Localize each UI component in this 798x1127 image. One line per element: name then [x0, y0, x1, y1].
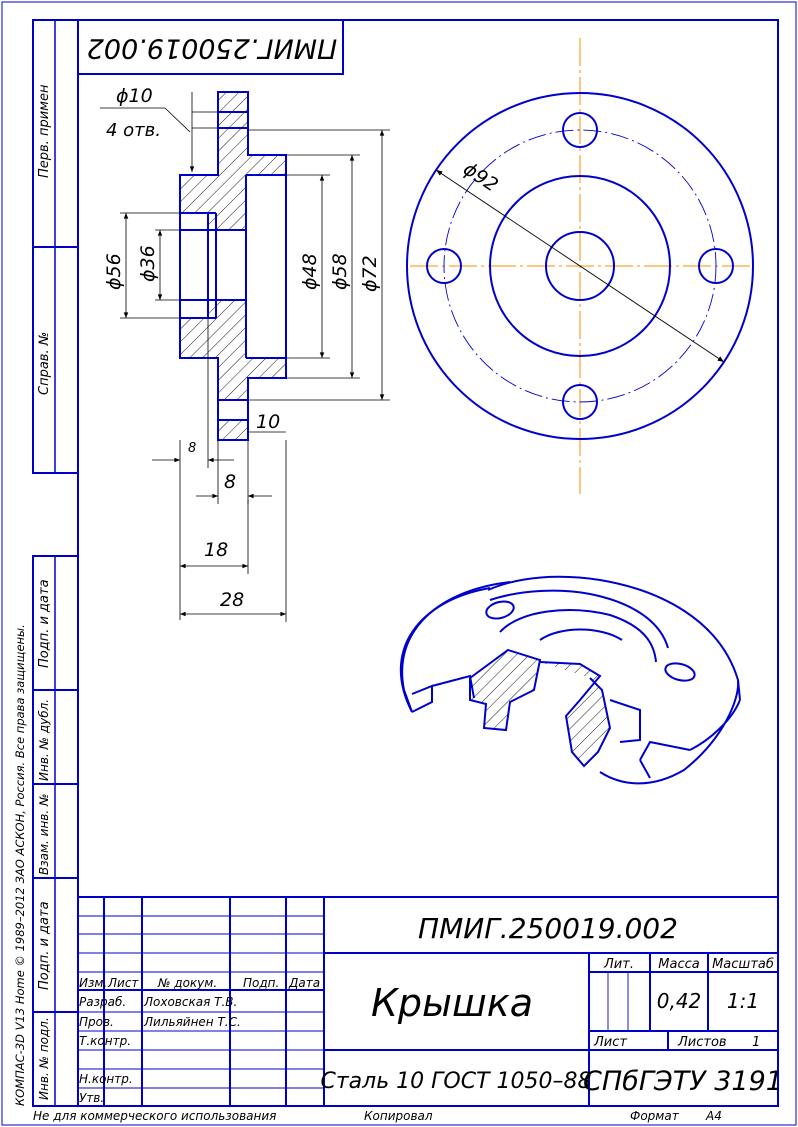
- title-block: ПМИГ.250019.002 Крышка Сталь 10 ГОСТ 105…: [77, 896, 783, 1107]
- section-view: ϕ10 4 отв. ϕ56 ϕ36 ϕ48 ϕ58 ϕ72 10 8 8 18…: [100, 85, 390, 622]
- dim-t8: 8: [224, 471, 236, 493]
- col-izm: Изм.: [79, 976, 107, 990]
- footer-format: Формат: [630, 1109, 680, 1123]
- side-label-podp-data-1: Подп. и дата: [37, 579, 52, 668]
- copyright-text: КОМПАС-3D V13 Home © 1989–2012 ЗАО АСКОН…: [13, 624, 27, 1106]
- hdr-massa: Масса: [658, 957, 699, 972]
- col-data: Дата: [288, 976, 320, 990]
- row-tkontr: Т.контр.: [79, 1034, 131, 1048]
- side-label-perv-primen: Перв. примен: [37, 84, 52, 178]
- hdr-masshtab: Масштаб: [712, 957, 774, 972]
- footer-format-value: А4: [705, 1109, 722, 1123]
- section-dimension-lines: [100, 92, 390, 622]
- top-stamp: ПМИГ.250019.002: [77, 19, 344, 75]
- title-designation: ПМИГ.250019.002: [418, 912, 678, 945]
- footer: Не для коммерческого использования Копир…: [33, 1109, 722, 1123]
- col-podp: Подп.: [243, 976, 279, 990]
- side-label-sprav: Справ. №: [37, 332, 52, 395]
- side-label-inv-podl: Инв. № подл.: [37, 1017, 51, 1100]
- dim-d56: ϕ56: [103, 253, 125, 290]
- dim-hole-count: 4 отв.: [106, 120, 161, 141]
- side-label-podp-data-2: Подп. и дата: [37, 901, 52, 990]
- row-prov-name: Лильяйнен Т.С.: [143, 1015, 241, 1029]
- title-material: Сталь 10 ГОСТ 1050–88: [320, 1069, 591, 1094]
- title-name: Крышка: [371, 981, 533, 1025]
- dim-t10: 10: [256, 411, 280, 433]
- dim-d72: ϕ72: [359, 255, 381, 292]
- list-label: Лист: [593, 1035, 627, 1050]
- footer-copied: Копировал: [364, 1109, 433, 1123]
- dim-d48: ϕ48: [299, 253, 321, 290]
- isometric-view: [399, 575, 741, 785]
- hdr-lit: Лит.: [603, 957, 634, 972]
- dim-d58: ϕ58: [329, 253, 351, 290]
- bolt-hole-bottom: [562, 384, 598, 420]
- listov-value: 1: [752, 1035, 760, 1050]
- section-hatch-lower: [180, 300, 286, 400]
- side-label-vzam-inv: Взам. инв. №: [37, 794, 51, 875]
- dim-t18: 18: [204, 539, 228, 561]
- d92-dimension-line: [435, 169, 725, 363]
- title-organization: СПбГЭТУ 3191: [583, 1066, 783, 1097]
- bolt-hole-top: [562, 112, 598, 148]
- section-hatch: [180, 92, 286, 230]
- row-utv: Утв.: [79, 1091, 104, 1105]
- front-view: ϕ92: [406, 38, 754, 494]
- col-list: Лист: [107, 976, 139, 990]
- side-label-inv-dubl: Инв. № дубл.: [37, 699, 51, 781]
- footer-non-commercial: Не для коммерческого использования: [33, 1109, 276, 1123]
- dim-t8-small: 8: [188, 441, 196, 456]
- dim-d92: ϕ92: [459, 158, 502, 197]
- row-razrab-name: Лоховская Т.В.: [143, 995, 237, 1009]
- massa-value: 0,42: [657, 989, 702, 1013]
- row-razrab: Разраб.: [79, 995, 126, 1009]
- col-n-dokum: № докум.: [157, 976, 217, 990]
- masshtab-value: 1:1: [727, 989, 759, 1013]
- left-side-strips: Перв. примен Справ. № Подп. и дата Инв. …: [13, 19, 79, 1107]
- top-stamp-text: ПМИГ.250019.002: [87, 33, 338, 64]
- listov-label: Листов: [677, 1035, 727, 1050]
- dim-hole-dia: ϕ10: [116, 85, 153, 107]
- row-nkontr: Н.контр.: [79, 1072, 133, 1086]
- row-prov: Пров.: [79, 1015, 114, 1029]
- dim-t28: 28: [220, 589, 244, 611]
- dim-d36: ϕ36: [137, 245, 159, 282]
